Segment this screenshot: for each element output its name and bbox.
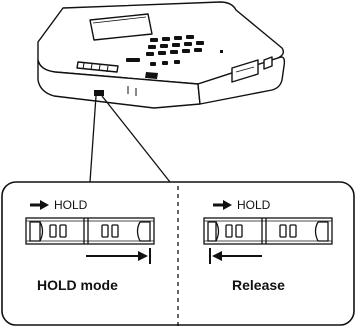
slide-arrow-left-icon bbox=[209, 248, 262, 264]
device-hold-switch bbox=[94, 90, 104, 96]
device-button-grid bbox=[126, 35, 223, 66]
panel-hold-mode: HOLD HOLD mode bbox=[25, 198, 155, 293]
hold-indicator-label: HOLD bbox=[54, 198, 88, 212]
arrow-right-icon bbox=[213, 200, 232, 210]
panel-caption-release: Release bbox=[232, 277, 285, 293]
callout-leader bbox=[89, 95, 171, 183]
device-side-window bbox=[231, 59, 259, 83]
device-front-face bbox=[37, 59, 201, 109]
device-display-window bbox=[89, 13, 153, 41]
slide-arrow-right-icon bbox=[86, 248, 151, 264]
panel-release: HOLD Release bbox=[203, 198, 333, 293]
device-illustration bbox=[37, 1, 286, 109]
arrow-right-icon bbox=[30, 200, 49, 210]
hold-switch-graphic bbox=[25, 217, 155, 245]
device-side-face bbox=[197, 56, 286, 105]
release-switch-graphic bbox=[203, 217, 333, 245]
hold-indicator-label: HOLD bbox=[237, 198, 271, 212]
panel-caption-hold-mode: HOLD mode bbox=[37, 277, 118, 293]
